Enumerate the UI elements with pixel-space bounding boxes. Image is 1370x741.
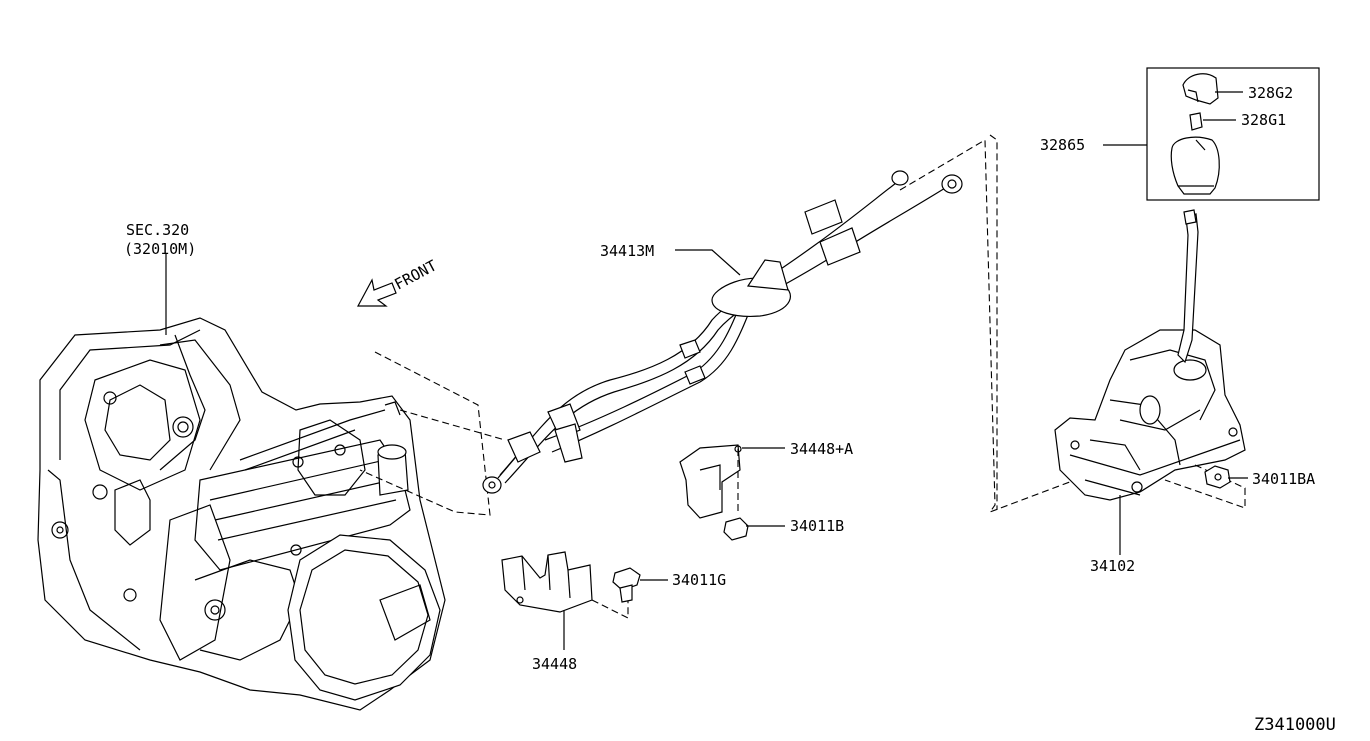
label-bracket-34448: 34448 [532,655,577,673]
cable-leader-dashed [399,409,506,441]
knob-illustration [1170,73,1220,195]
bolt-34011g-illustration [612,567,641,603]
label-knob-assy-32865: 32865 [1040,136,1085,154]
shifter-link-dashed [899,139,1076,514]
bracket-34448a-illustration [679,444,749,541]
label-bolt-34011g: 34011G [672,571,726,589]
label-cable-34413m: 34413M [600,242,654,260]
label-shifter-34102: 34102 [1090,557,1135,575]
label-knob-insert-328g1: 328G1 [1241,111,1286,129]
label-knob-cap-328g2: 328G2 [1248,84,1293,102]
label-bracket-34448a: 34448+A [790,440,853,458]
cable-attachment-outline [359,351,491,516]
shift-cable-illustration [482,170,963,494]
shifter-illustration [1054,209,1246,509]
diagram-code: Z341000U [1254,715,1336,735]
label-nut-34011ba: 34011BA [1252,470,1315,488]
transmission-illustration [37,317,446,711]
front-direction-arrow [356,278,397,307]
bracket-34448-illustration [501,551,629,619]
label-sec-ref: (32010M) [124,240,196,258]
knob-assembly-box [1146,67,1320,201]
label-sec: SEC.320 [126,221,189,239]
leader-lines [165,91,1248,650]
label-front: FRONT [391,256,439,293]
label-nut-34011b: 34011B [790,517,844,535]
